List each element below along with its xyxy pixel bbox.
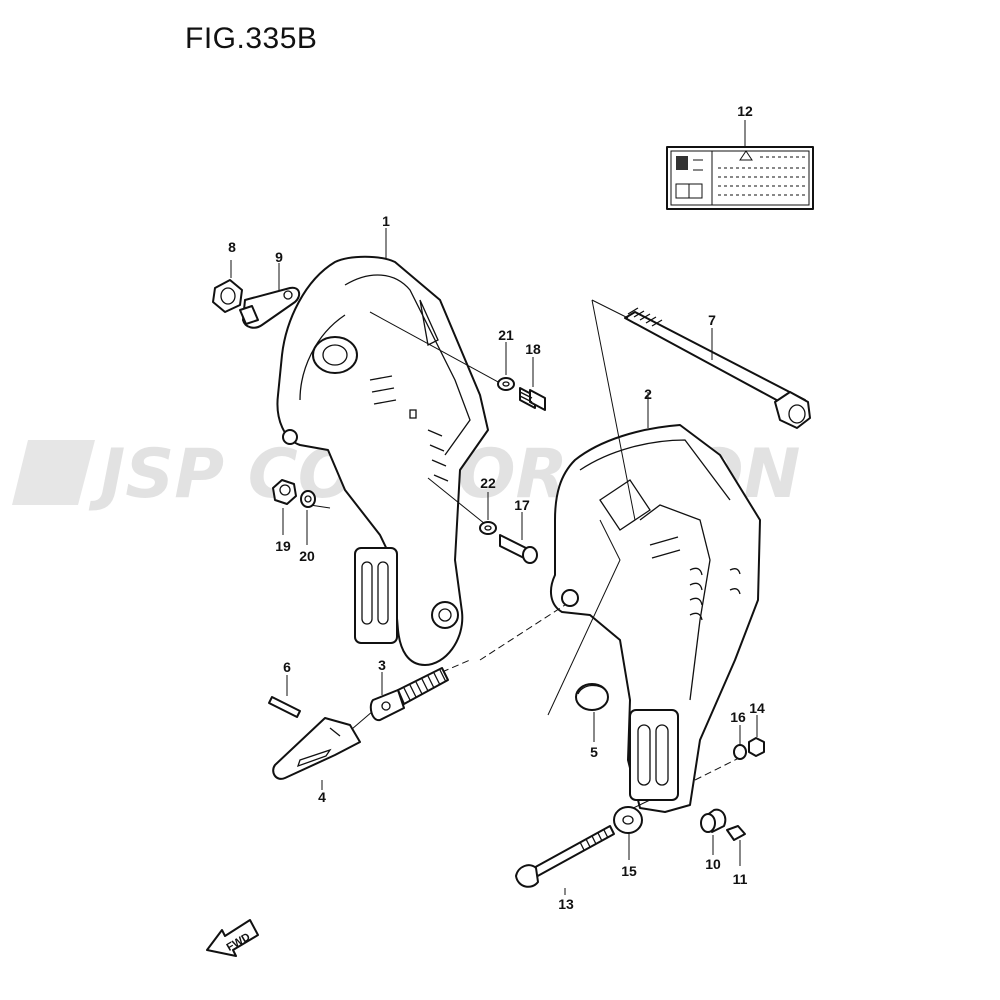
- part-number-7: 7: [708, 312, 716, 328]
- part-number-18: 18: [525, 341, 541, 357]
- spring-rod-3: [369, 667, 449, 722]
- nut-14: [748, 715, 765, 757]
- bolt-18: [519, 357, 546, 411]
- part-number-21: 21: [498, 327, 514, 343]
- cap-5: [575, 683, 609, 742]
- part-number-17: 17: [514, 497, 530, 513]
- part-number-6: 6: [283, 659, 291, 675]
- part-number-14: 14: [749, 700, 765, 716]
- part-number-labels: 12 1 8 9 7 21 18 2 22 17 19 20 6 3 14 16…: [228, 103, 765, 912]
- nut-19: [272, 479, 297, 535]
- washer-21: [497, 342, 515, 391]
- washer-20: [300, 490, 316, 545]
- part-number-8: 8: [228, 239, 236, 255]
- tilt-shaft: [624, 307, 811, 429]
- part-number-20: 20: [299, 548, 315, 564]
- clamp-bracket-right: [549, 392, 761, 813]
- part-number-13: 13: [558, 896, 574, 912]
- figure-title: FIG.335B: [185, 22, 318, 55]
- washer-16: [733, 725, 747, 760]
- forward-arrow-icon: FWD: [206, 919, 259, 957]
- bolt-17: [499, 512, 538, 564]
- part-number-11: 11: [733, 871, 748, 887]
- bolt-13: [515, 825, 615, 895]
- part-number-10: 10: [705, 856, 721, 872]
- part-number-19: 19: [275, 538, 291, 554]
- lever-4: [272, 717, 361, 790]
- part-number-16: 16: [730, 709, 746, 725]
- pin-6: [268, 675, 301, 718]
- part-number-3: 3: [378, 657, 386, 673]
- part-number-1: 1: [382, 213, 390, 229]
- nut-8: [212, 260, 243, 313]
- part-number-2: 2: [644, 386, 652, 402]
- part-number-4: 4: [318, 789, 326, 805]
- washer-22: [479, 492, 497, 535]
- collar-10: [700, 808, 727, 855]
- part-number-9: 9: [275, 249, 283, 265]
- part-number-15: 15: [621, 863, 637, 879]
- clamp-bracket-left: [276, 228, 489, 666]
- warning-label-icon: [666, 120, 814, 210]
- part-number-12: 12: [737, 103, 753, 119]
- plate-9: [239, 263, 301, 329]
- bolt-11: [726, 825, 746, 866]
- washer-15: [613, 806, 643, 860]
- part-number-22: 22: [480, 475, 496, 491]
- part-number-5: 5: [590, 744, 598, 760]
